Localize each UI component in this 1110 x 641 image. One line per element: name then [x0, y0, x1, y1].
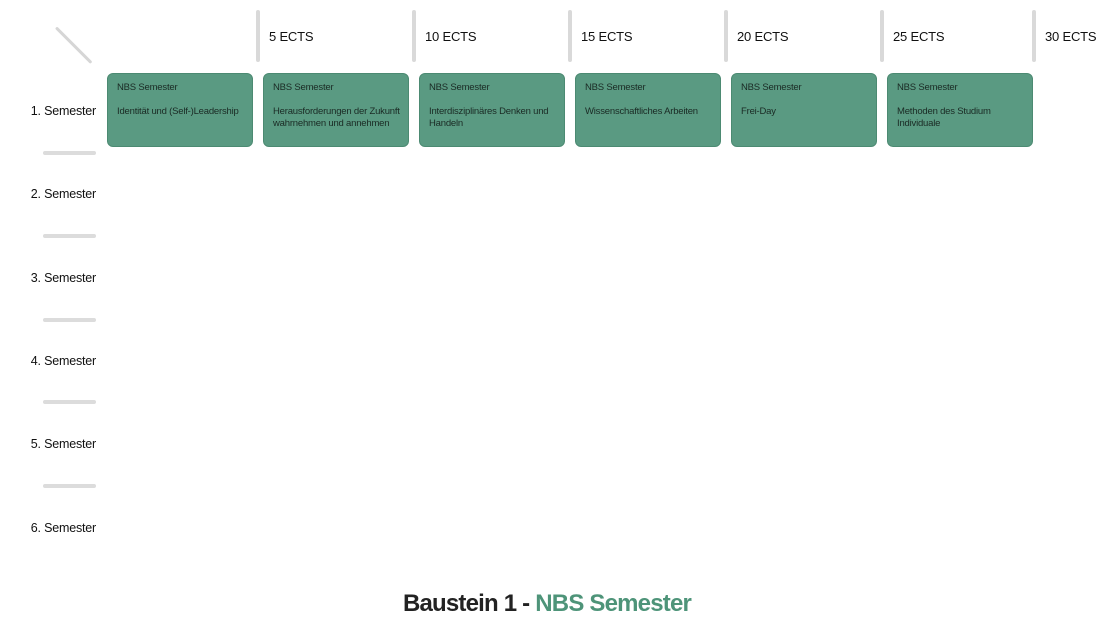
column-header-label: 30 ECTS — [1045, 29, 1097, 44]
semester-label-6: 6. Semester — [30, 521, 96, 535]
column-divider — [880, 10, 884, 62]
module-category: NBS Semester — [273, 82, 334, 93]
semester-label-4: 4. Semester — [30, 354, 96, 368]
module-title: Methoden des Studium Individuale — [897, 106, 991, 129]
module-title: Wissenschaftliches Arbeiten — [585, 106, 698, 117]
column-divider — [724, 10, 728, 62]
semester-separator — [43, 151, 96, 155]
column-divider — [568, 10, 572, 62]
semester-separator — [43, 400, 96, 404]
column-divider — [256, 10, 260, 62]
module-category: NBS Semester — [429, 82, 490, 93]
module-title: Frei-Day — [741, 106, 776, 117]
caption-accent: NBS Semester — [535, 590, 692, 617]
module-category: NBS Semester — [117, 82, 178, 93]
column-header-label: 5 ECTS — [269, 29, 314, 44]
module-title: Interdisziplinäres Denken und Handeln — [429, 106, 549, 129]
corner-diagonal — [54, 26, 93, 64]
module-title: Identität und (Self-)Leadership — [117, 106, 239, 117]
semester-label-1: 1. Semester — [30, 104, 96, 118]
column-header-label: 10 ECTS — [425, 29, 477, 44]
semester-label-5: 5. Semester — [30, 437, 96, 451]
module-category: NBS Semester — [741, 82, 802, 93]
caption-prefix: Baustein 1 - — [402, 590, 536, 617]
semester-label-2: 2. Semester — [30, 187, 96, 201]
semester-separator — [43, 484, 96, 488]
module-category: NBS Semester — [897, 82, 958, 93]
column-header-label: 15 ECTS — [581, 29, 633, 44]
column-divider — [1032, 10, 1036, 62]
semester-separator — [43, 318, 96, 322]
column-header-label: 20 ECTS — [737, 29, 789, 44]
module-category: NBS Semester — [585, 82, 646, 93]
column-divider — [412, 10, 416, 62]
semester-label-3: 3. Semester — [30, 271, 96, 285]
semester-separator — [43, 234, 96, 238]
diagram-caption: Baustein 1 - NBS Semester — [0, 590, 1094, 618]
module-title: Herausforderungen der Zukunft wahrnehmen… — [273, 106, 400, 129]
column-header-label: 25 ECTS — [893, 29, 945, 44]
